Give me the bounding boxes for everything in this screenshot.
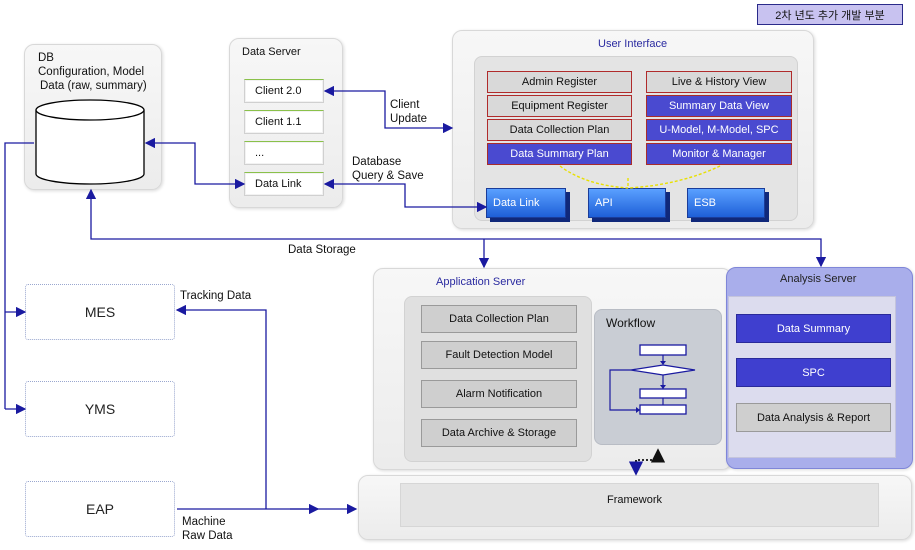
summary-data-view-button[interactable]: Summary Data View [646, 95, 792, 117]
app-data-archive-storage-item[interactable]: Data Archive & Storage [421, 419, 577, 447]
data-server-item-data-link[interactable]: Data Link [244, 172, 324, 196]
eap-system-box[interactable]: EAP [25, 481, 175, 537]
u-model-m-model-spc-button[interactable]: U-Model, M-Model, SPC [646, 119, 792, 141]
client-update-label-1: Client [390, 99, 420, 111]
analysis-server-title: Analysis Server [780, 273, 857, 285]
analysis-spc-item[interactable]: SPC [736, 358, 891, 387]
database-cylinder-icon [35, 99, 145, 185]
workflow-panel [594, 309, 722, 445]
data-server-title: Data Server [242, 46, 301, 58]
app-alarm-notification-item[interactable]: Alarm Notification [421, 380, 577, 408]
mes-system-box[interactable]: MES [25, 284, 175, 340]
ui-module-api[interactable]: API [588, 188, 666, 218]
tracking-data-label: Tracking Data [180, 290, 252, 302]
monitor-manager-button[interactable]: Monitor & Manager [646, 143, 792, 165]
data-storage-label: Data Storage [288, 244, 356, 256]
data-collection-plan-button[interactable]: Data Collection Plan [487, 119, 632, 141]
ui-module-esb[interactable]: ESB [687, 188, 765, 218]
yms-system-box[interactable]: YMS [25, 381, 175, 437]
db-title-line-3: Data (raw, summary) [40, 80, 147, 92]
client-update-arrow [323, 85, 454, 134]
db-title-line-2: Configuration, Model [38, 66, 145, 78]
app-fault-detection-model-item[interactable]: Fault Detection Model [421, 341, 577, 369]
ui-module-data-link[interactable]: Data Link [486, 188, 566, 218]
equipment-register-button[interactable]: Equipment Register [487, 95, 632, 117]
framework-inner [400, 483, 879, 527]
data-summary-plan-button[interactable]: Data Summary Plan [487, 143, 632, 165]
user-interface-title: User Interface [598, 38, 668, 50]
client-update-label-2: Update [390, 113, 428, 125]
additional-dev-badge: 2차 년도 추가 개발 부분 [757, 4, 903, 25]
tracking-data-arrow [175, 304, 267, 509]
app-data-collection-plan-item[interactable]: Data Collection Plan [421, 305, 577, 333]
workflow-title: Workflow [606, 316, 656, 330]
machine-raw-label-1: Machine [182, 516, 226, 528]
db-query-label-1: Database [352, 156, 402, 168]
admin-register-button[interactable]: Admin Register [487, 71, 632, 93]
workflow-flowchart-icon [609, 344, 696, 415]
db-title-line-1: DB [38, 52, 54, 64]
data-server-item-client-1-1[interactable]: Client 1.1 [244, 110, 324, 134]
machine-raw-label-2: Raw Data [182, 530, 233, 542]
application-server-title: Application Server [436, 276, 526, 288]
analysis-data-summary-item[interactable]: Data Summary [736, 314, 891, 343]
data-server-item-client-2-0[interactable]: Client 2.0 [244, 79, 324, 103]
data-server-item-ellipsis: ... [244, 141, 324, 165]
db-query-label-2: Query & Save [352, 170, 424, 182]
framework-label: Framework [607, 494, 663, 506]
live-history-view-button[interactable]: Live & History View [646, 71, 792, 93]
analysis-data-analysis-report-item[interactable]: Data Analysis & Report [736, 403, 891, 432]
